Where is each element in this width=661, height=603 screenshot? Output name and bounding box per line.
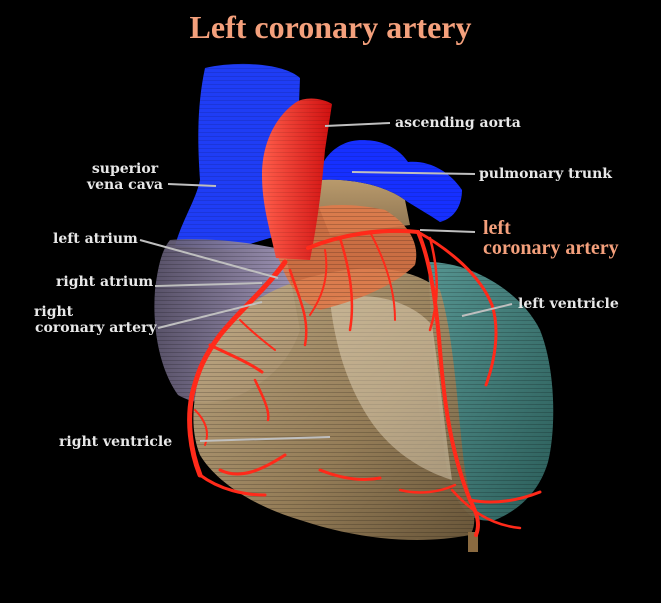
label-left-ventricle: left ventricle [518,296,619,312]
label-left-coronary-artery-line2: coronary artery [483,237,619,259]
leader-lines [139,122,513,442]
label-right-coronary-artery: right coronary artery [34,304,157,336]
label-superior-vena-cava-line1: superior [91,161,159,177]
label-right-ventricle: right ventricle [59,434,173,450]
label-ascending-aorta: ascending aorta [395,115,521,131]
label-right-atrium: right atrium [56,274,154,290]
label-pulmonary-trunk: pulmonary trunk [479,166,612,182]
label-left-atrium: left atrium [53,231,138,247]
label-superior-vena-cava-line2: vena cava [87,177,163,193]
label-right-coronary-artery-line2: coronary artery [35,320,157,336]
label-left-coronary-artery: left coronary artery [483,218,619,258]
label-superior-vena-cava: superior vena cava [84,161,166,193]
page-title: Left coronary artery [189,9,472,45]
coronary-vessels [187,228,542,537]
label-right-coronary-artery-line1: right [34,304,74,320]
label-left-coronary-artery-line1: left [483,217,511,239]
